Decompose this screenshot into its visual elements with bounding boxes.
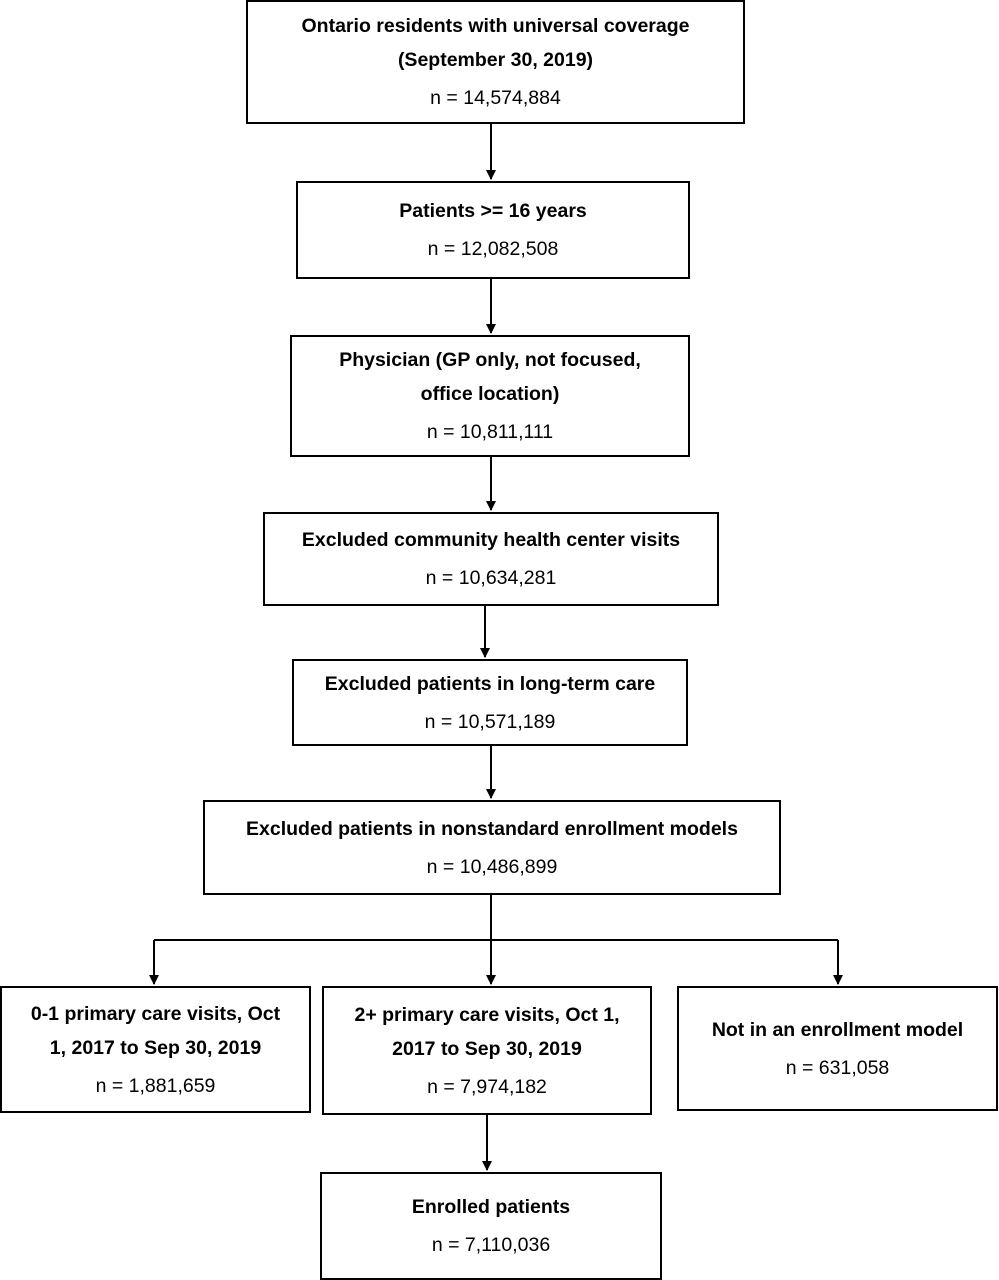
not-enrolled-title: Not in an enrollment model	[711, 1018, 964, 1041]
high-visits-box: 2+ primary care visits, Oct 1, 2017 to S…	[322, 986, 652, 1115]
physician-filter-title-line2: office location)	[420, 383, 560, 405]
excluded-nonstandard-count: n = 10,486,899	[426, 855, 558, 878]
ontario-residents-count: n = 14,574,884	[430, 87, 561, 109]
ontario-residents-title-line2: (September 30, 2019)	[397, 49, 594, 71]
high-visits-title-line2: 2017 to Sep 30, 2019	[392, 1037, 582, 1060]
physician-filter-count: n = 10,811,111	[426, 421, 554, 443]
excluded-chc-count: n = 10,634,281	[425, 567, 557, 589]
enrolled-patients-box: Enrolled patients n = 7,110,036	[320, 1172, 662, 1280]
excluded-nonstandard-title: Excluded patients in nonstandard enrollm…	[246, 817, 738, 840]
low-visits-box: 0-1 primary care visits, Oct 1, 2017 to …	[0, 986, 311, 1113]
excluded-chc-title: Excluded community health center visits	[301, 529, 681, 551]
patients-16-plus-title: Patients >= 16 years	[399, 200, 587, 222]
enrolled-patients-title: Enrolled patients	[411, 1196, 571, 1218]
physician-filter-title-line1: Physician (GP only, not focused,	[339, 349, 641, 371]
excluded-nonstandard-box: Excluded patients in nonstandard enrollm…	[203, 800, 781, 895]
excluded-ltc-box: Excluded patients in long-term care n = …	[292, 659, 688, 746]
not-enrolled-count: n = 631,058	[785, 1056, 890, 1079]
not-enrolled-box: Not in an enrollment model n = 631,058	[677, 986, 998, 1111]
low-visits-count: n = 1,881,659	[95, 1074, 216, 1097]
low-visits-title-line1: 0-1 primary care visits, Oct	[30, 1002, 281, 1025]
excluded-ltc-title: Excluded patients in long-term care	[324, 672, 656, 695]
high-visits-title-line1: 2+ primary care visits, Oct 1,	[354, 1003, 620, 1026]
excluded-ltc-count: n = 10,571,189	[424, 710, 556, 733]
enrolled-patients-count: n = 7,110,036	[431, 1234, 551, 1256]
low-visits-title-line2: 1, 2017 to Sep 30, 2019	[49, 1036, 262, 1059]
excluded-chc-box: Excluded community health center visits …	[263, 512, 719, 606]
ontario-residents-title-line1: Ontario residents with universal coverag…	[301, 15, 690, 37]
patients-16-plus-count: n = 12,082,508	[427, 238, 559, 260]
patients-16-plus-box: Patients >= 16 years n = 12,082,508	[296, 181, 690, 279]
high-visits-count: n = 7,974,182	[427, 1075, 547, 1098]
ontario-residents-box: Ontario residents with universal coverag…	[246, 0, 745, 124]
physician-filter-box: Physician (GP only, not focused, office …	[290, 335, 690, 457]
